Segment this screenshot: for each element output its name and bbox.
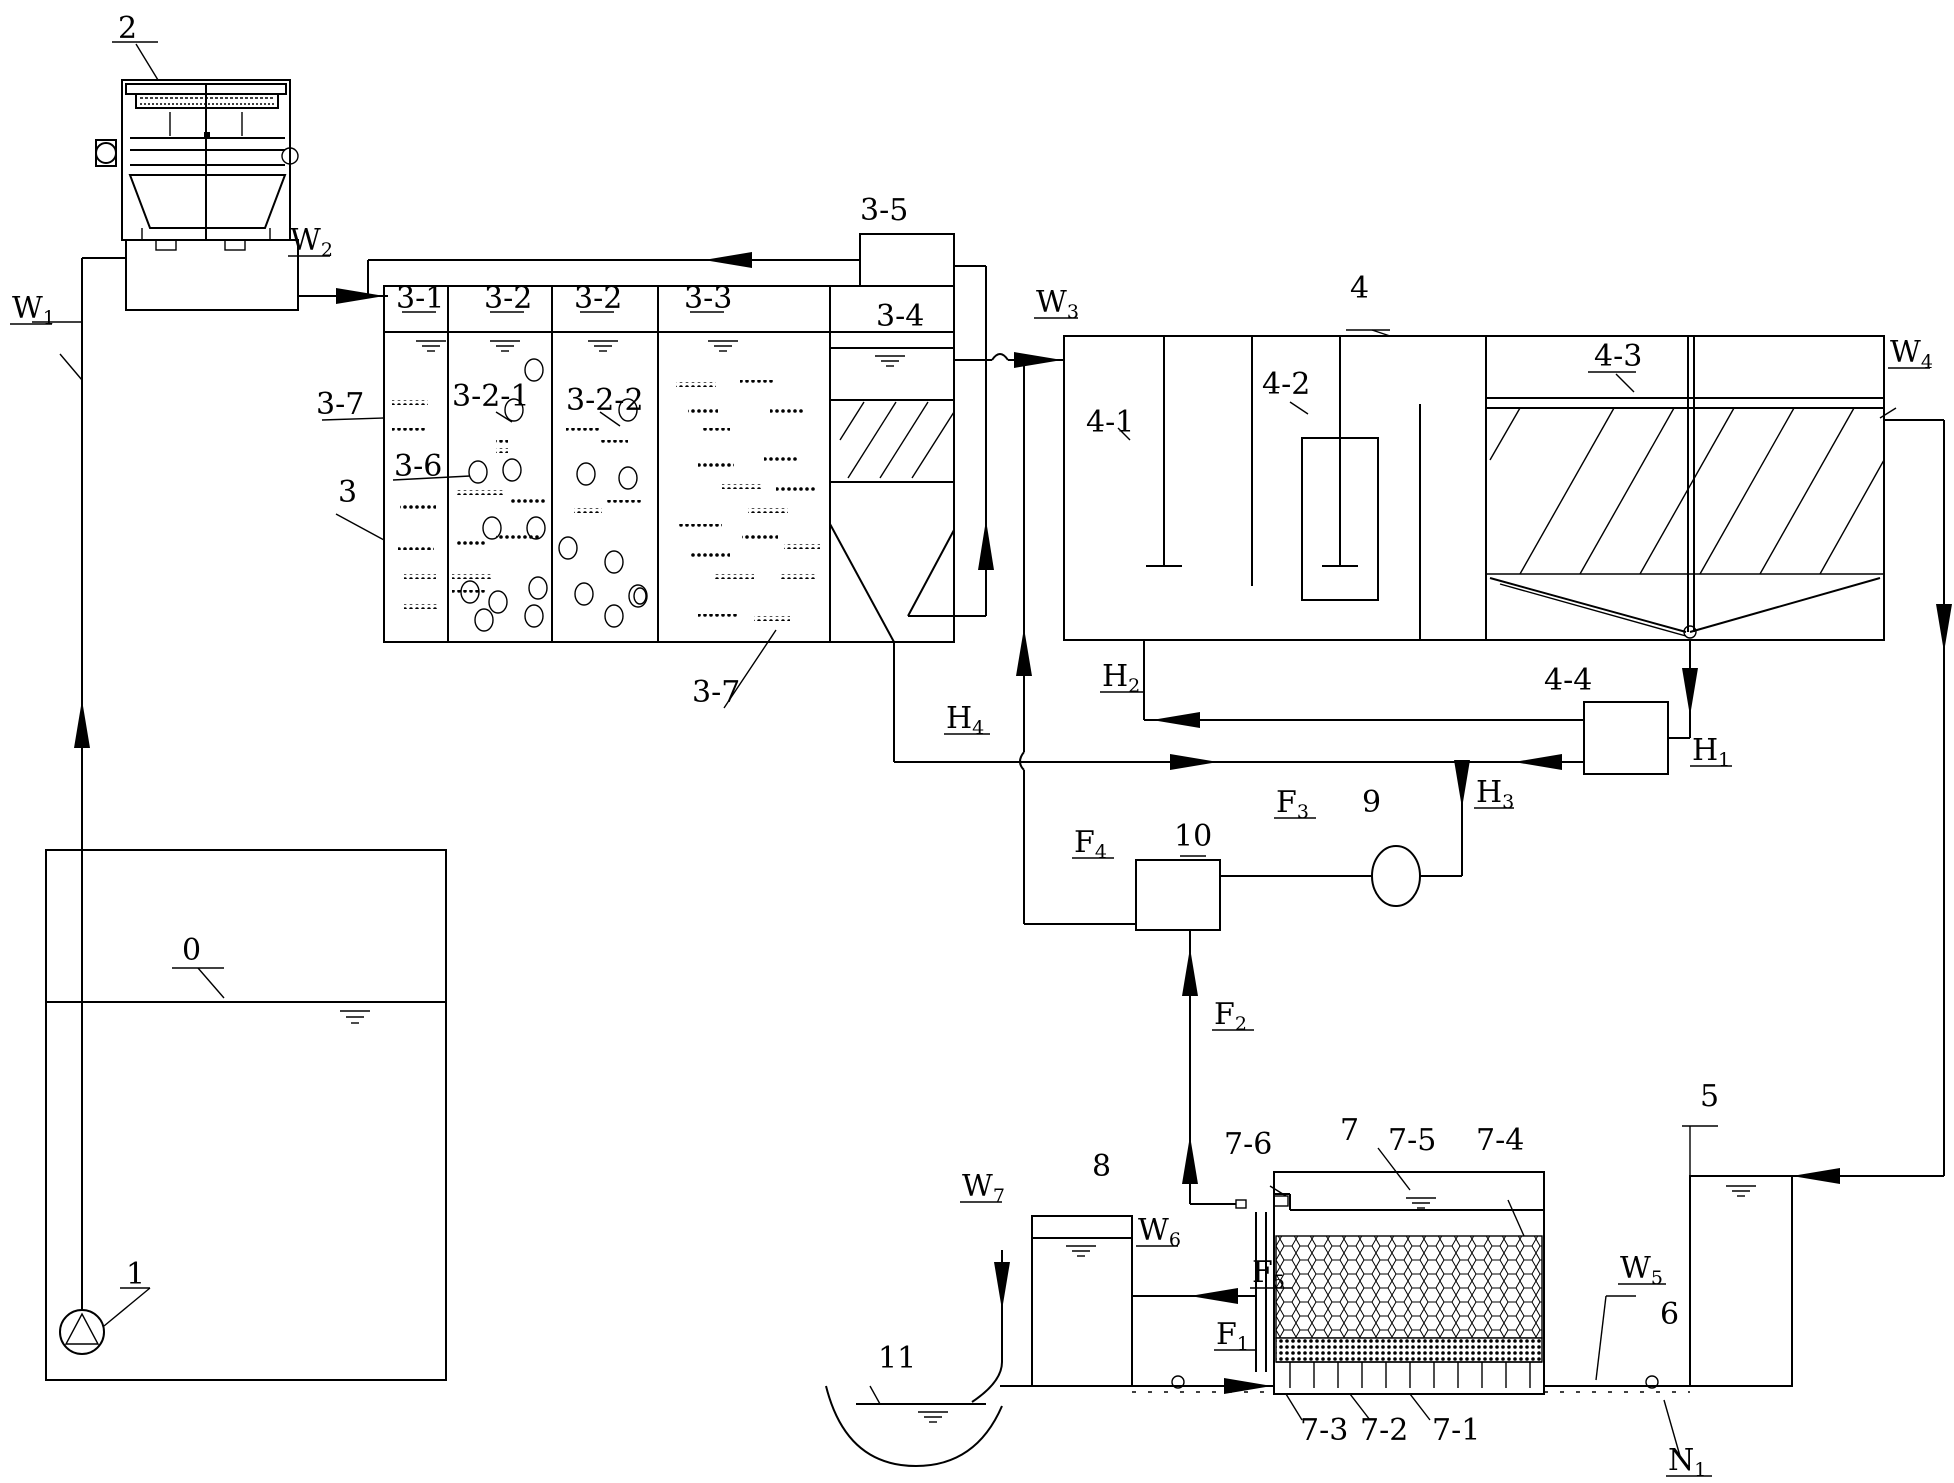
label-3-4: 3-4 — [876, 299, 924, 334]
label-6: 6 — [1660, 1297, 1679, 1332]
label-4-1: 4-1 — [1086, 405, 1134, 440]
label-4-3: 4-3 — [1594, 339, 1642, 374]
label-7: 7 — [1340, 1113, 1359, 1148]
label-4-2: 4-2 — [1262, 367, 1310, 402]
label-3-2-2: 3-2-2 — [566, 383, 644, 418]
rotary-screen-2 — [95, 79, 299, 311]
filter-7 — [1235, 1147, 1545, 1421]
unit-9 — [1220, 845, 1462, 907]
label-3-2a: 3-2 — [484, 281, 532, 316]
unit-3-5 — [367, 233, 994, 617]
label-3-7b: 3-7 — [692, 675, 740, 710]
tank-4 — [1063, 335, 1885, 641]
tank-8 — [1031, 1215, 1256, 1387]
label-7-5: 7-5 — [1388, 1123, 1436, 1158]
diffuser-marks — [392, 380, 820, 621]
bottom-pipes — [1000, 1375, 1690, 1394]
label-11: 11 — [878, 1341, 916, 1376]
pipe-f2 — [1182, 930, 1236, 1205]
water-level-icon — [416, 340, 738, 352]
water-level-icon — [918, 1411, 948, 1423]
water-level-icon — [340, 1010, 370, 1024]
label-4-4: 4-4 — [1544, 663, 1592, 698]
water-level-icon — [1726, 1185, 1756, 1197]
label-7-4: 7-4 — [1476, 1123, 1524, 1158]
leader-lines — [32, 41, 1897, 1457]
label-7-6: 7-6 — [1224, 1127, 1272, 1162]
label-7-2: 7-2 — [1360, 1413, 1408, 1448]
label-3: 3 — [338, 475, 357, 510]
unit-4-4 — [893, 640, 1698, 876]
label-3-7a: 3-7 — [316, 387, 364, 422]
water-level-icon — [1066, 1245, 1096, 1257]
label-8: 8 — [1092, 1149, 1111, 1184]
motor-icon — [95, 139, 117, 167]
label-7-3: 7-3 — [1300, 1413, 1348, 1448]
water-level-icon — [875, 355, 905, 367]
label-10: 10 — [1174, 819, 1212, 854]
carrier-media — [460, 358, 648, 632]
label-3-2-1: 3-2-1 — [452, 379, 530, 414]
flow-label-w1: W1 — [12, 291, 55, 329]
label-1: 1 — [126, 1257, 145, 1292]
label-4: 4 — [1350, 271, 1369, 306]
tank-5 — [1689, 1175, 1793, 1387]
label-3-3: 3-3 — [684, 281, 732, 316]
label-5: 5 — [1700, 1079, 1719, 1114]
reactor-3 — [321, 285, 955, 709]
tank-0 — [45, 849, 447, 1381]
component-labels: 2 0 1 3 3-1 3-2 3-2 3-3 3-4 3-5 3-6 3-7 … — [118, 11, 1719, 1448]
label-2: 2 — [118, 11, 137, 46]
flow-label-underlines — [10, 255, 1930, 1477]
pipe-w2 — [298, 288, 388, 304]
pipe-return-f4 — [1016, 360, 1136, 925]
label-3-6: 3-6 — [394, 449, 442, 484]
flow-label-w6: W6 — [1138, 1213, 1181, 1251]
pipe-w1 — [74, 257, 126, 1310]
unit-10 — [1135, 859, 1221, 931]
label-3-2b: 3-2 — [574, 281, 622, 316]
label-3-1: 3-1 — [396, 281, 444, 316]
pond-11 — [825, 1250, 1010, 1468]
flow-labels: W1 W2 W3 W4 W5 W6 W7 H1 H2 H3 H4 F1 F2 F… — [12, 223, 1933, 1481]
pipe-w4 — [1792, 419, 1952, 1184]
water-level-icon — [1406, 1197, 1436, 1209]
label-7-1: 7-1 — [1432, 1413, 1480, 1448]
flow-label-w2: W2 — [290, 223, 333, 261]
label-9: 9 — [1362, 785, 1381, 820]
pump-1 — [59, 1309, 105, 1355]
label-0: 0 — [182, 933, 201, 968]
label-3-5: 3-5 — [860, 193, 908, 228]
pipe-w3 — [954, 352, 1064, 368]
